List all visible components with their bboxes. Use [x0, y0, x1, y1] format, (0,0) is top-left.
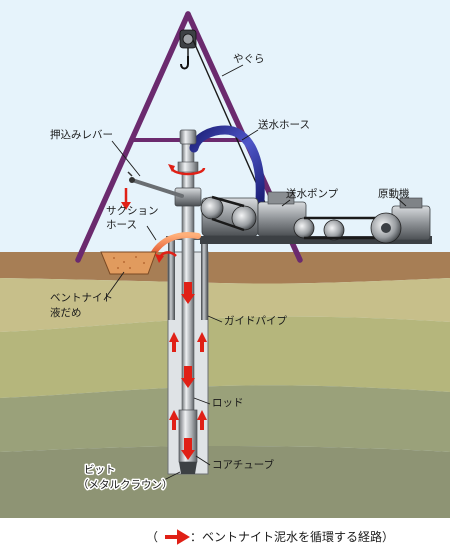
ground-layer-gravel — [0, 385, 450, 452]
legend-open-paren: （ — [146, 530, 158, 544]
label-push-lever: 押込みレバー — [50, 128, 113, 141]
circulation-arrows — [121, 164, 207, 460]
swivel-assembly — [174, 129, 202, 207]
leader-line — [159, 471, 181, 483]
legend: （ ：ベントナイト泥水を循環する経路） — [146, 529, 394, 545]
leader-line — [207, 315, 223, 323]
drill-bit — [179, 462, 197, 474]
borehole — [166, 139, 210, 475]
label-bentonite-line2: 液だめ — [50, 306, 82, 319]
down-flow-arrows — [181, 282, 195, 460]
guide-pipe-right-wall — [201, 238, 208, 320]
leader-line — [146, 225, 157, 241]
caption-area — [0, 518, 450, 554]
label-guide-pipe: ガイドパイプ — [224, 315, 287, 327]
pulley-wheel — [323, 219, 345, 241]
label-bit-line1: ビット — [84, 464, 116, 476]
bentonite-pit — [100, 251, 157, 275]
label-core-tube: コアチューブ — [212, 458, 275, 471]
leader-line — [281, 199, 291, 207]
leader-line — [221, 64, 244, 77]
pulley-wheel — [293, 217, 315, 239]
ground-layers — [0, 252, 450, 554]
machinery — [200, 191, 432, 244]
label-suction-hose-line2: ホース — [106, 219, 137, 231]
leader-line — [241, 129, 259, 141]
leader-line — [395, 196, 407, 207]
bentonite-texture — [113, 256, 145, 269]
guide-pipe-left-wall — [168, 238, 175, 320]
ground-layer-sand — [0, 278, 450, 332]
ground-layer-clay — [0, 316, 450, 398]
leader-line — [193, 397, 211, 405]
water-feed-hose — [189, 125, 265, 205]
machine-base — [200, 236, 432, 244]
labels: やぐら 送水ホース 押込みレバー サクション ホース 送水ポンプ 原動機 ベント… — [50, 53, 410, 493]
label-yagura: やぐら — [233, 53, 265, 65]
leader-line — [103, 271, 125, 301]
leader-line — [111, 140, 141, 177]
label-bentonite-line1: ベントナイト — [50, 292, 113, 304]
label-bit-line2: （メタルクラウン） — [78, 479, 173, 491]
push-lever — [127, 171, 184, 198]
ground-layer-bedrock — [0, 446, 450, 518]
legend-text: ：ベントナイト泥水を循環する経路） — [190, 529, 394, 544]
rotation-arrow — [170, 167, 206, 176]
label-rod: ロッド — [212, 397, 244, 409]
leader-line — [195, 455, 211, 466]
label-suction-hose-line1: サクション — [106, 205, 159, 217]
legend-arrow-icon — [165, 529, 190, 545]
label-engine: 原動機 — [378, 187, 410, 200]
ground-layer-topsoil — [0, 252, 450, 284]
up-flow-arrows — [169, 332, 207, 430]
label-water-feed-hose: 送水ホース — [258, 118, 310, 131]
label-water-pump: 送水ポンプ — [286, 187, 339, 200]
hook-icon — [180, 56, 189, 70]
